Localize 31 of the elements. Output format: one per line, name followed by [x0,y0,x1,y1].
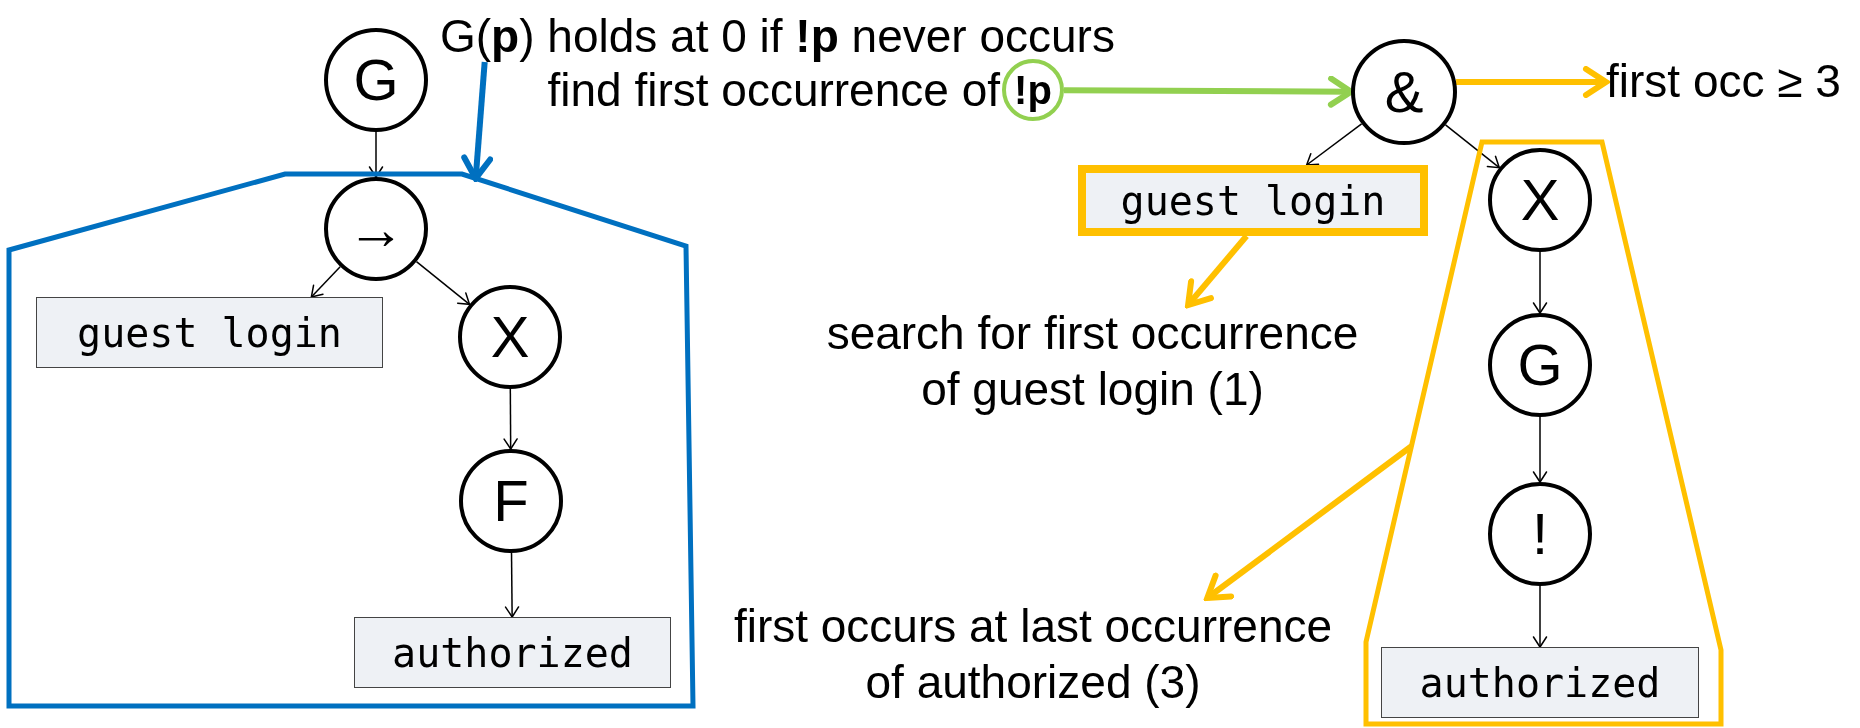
proposition-box: guest login [36,297,383,368]
operator-circle: F [459,449,563,553]
annotation-text: first occurs at last occurrence of authorized (3) [718,598,1348,714]
operator-circle: !p [1002,59,1064,121]
operator-circle: X [458,285,562,389]
callout-arrow [1185,234,1249,308]
callout-arrow [461,61,494,182]
annotation-text: first occ ≥ 3 [1606,53,1858,109]
operator-circle: G [324,28,428,132]
arrow [1305,123,1363,166]
scope-outline [5,170,697,710]
operator-circle: ! [1488,482,1592,586]
operator-circle: → [324,177,428,281]
proposition-box: authorized [1381,647,1699,718]
proposition-box: guest login [1078,165,1428,236]
arrow [504,552,520,618]
annotation-text: find first occurrence of [546,63,1000,118]
annotation-text: G(p) holds at 0 if !p never occurs [440,8,1160,62]
arrow [1532,251,1548,314]
arrow [503,388,518,450]
proposition-box: authorized [354,617,671,688]
arrow [1532,416,1548,483]
operator-circle: & [1351,39,1457,145]
operator-circle: G [1488,313,1592,417]
arrow [1444,124,1501,169]
annotation-text: search for first occurrence of guest login (1) [810,305,1375,421]
arrow [415,260,471,306]
arrow [1532,585,1548,648]
callout-arrow [1456,66,1609,98]
operator-circle: X [1488,148,1592,252]
arrow [310,265,341,298]
